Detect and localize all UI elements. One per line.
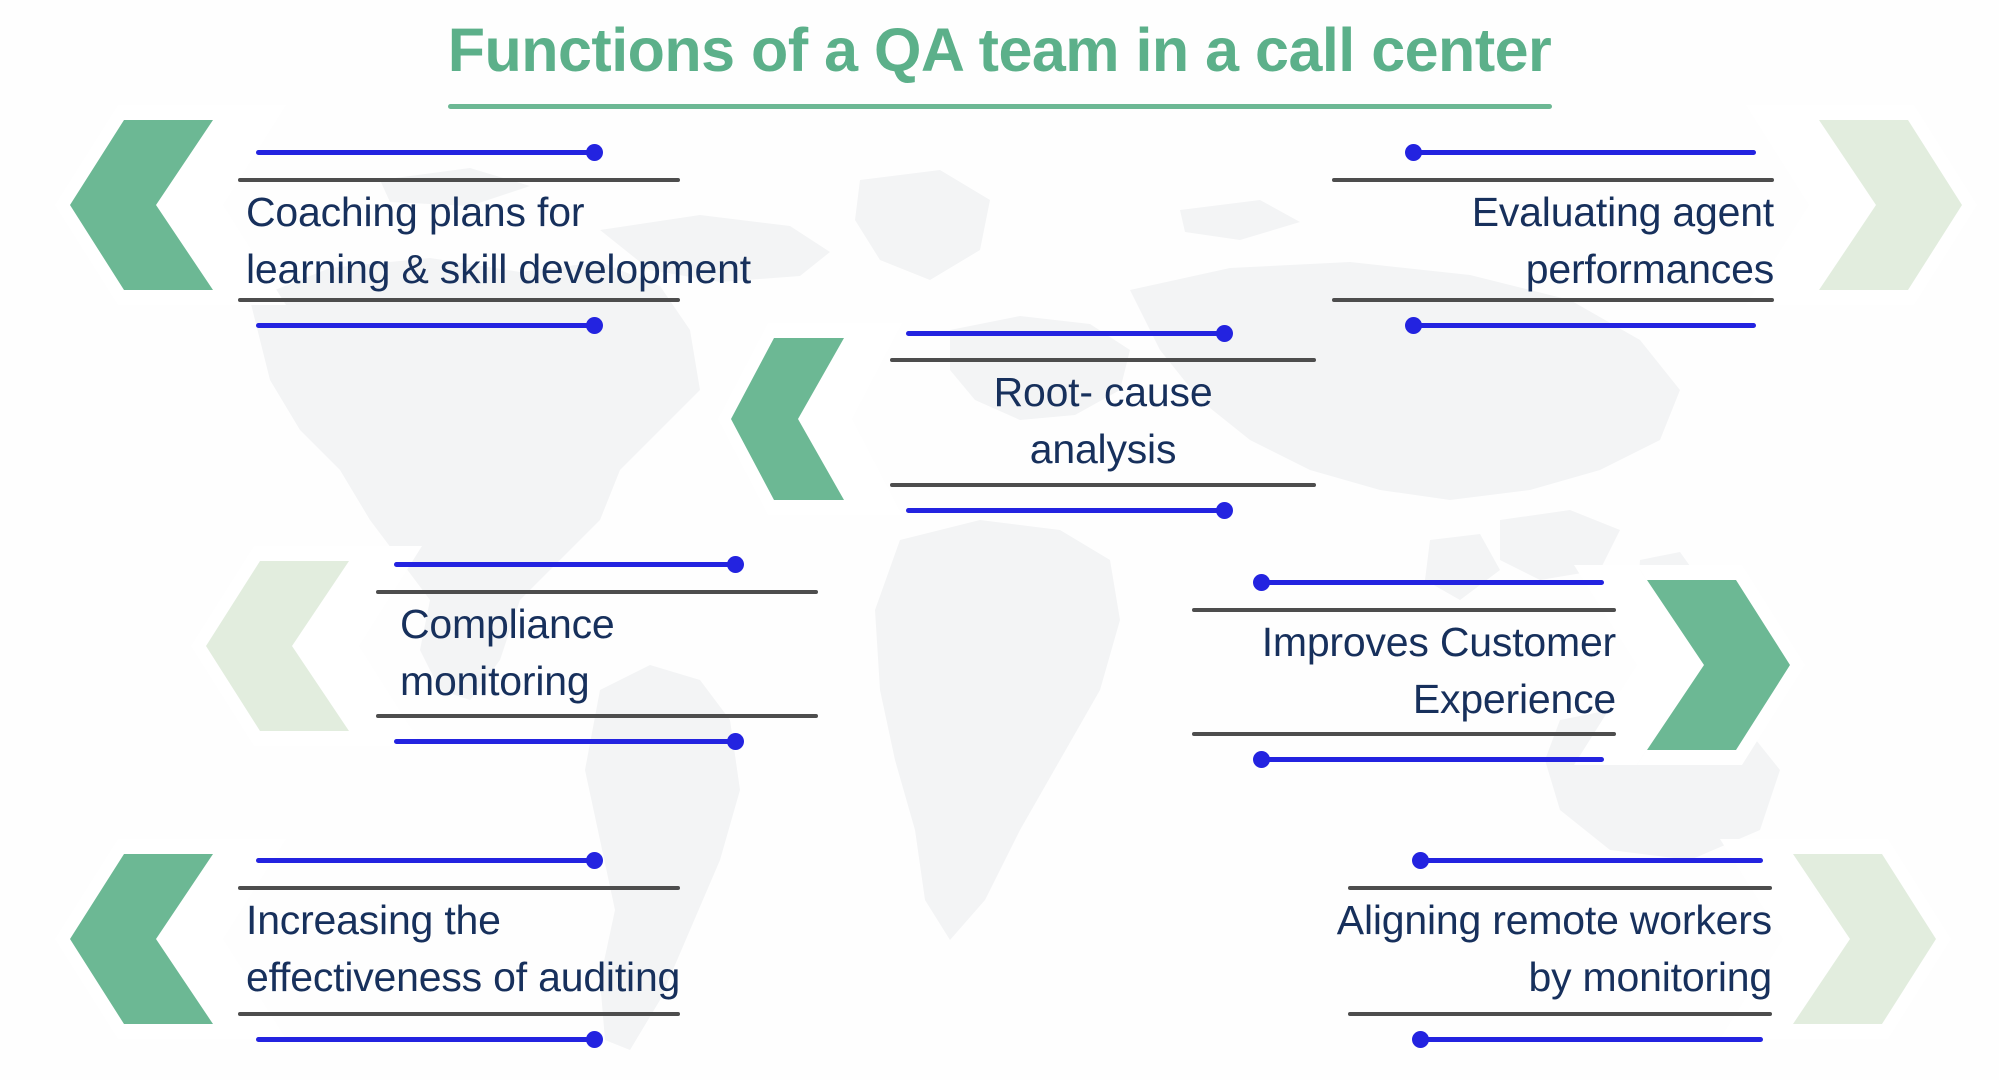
divider-bottom (1192, 732, 1616, 736)
accent-dot-bottom (586, 317, 603, 334)
chevron-right-icon (1570, 562, 1820, 768)
accent-dot-top (1412, 852, 1429, 869)
accent-dot-bottom (1216, 502, 1233, 519)
accent-line-bottom (256, 323, 600, 328)
accent-line-top (256, 150, 600, 155)
item-label: Increasing the effectiveness of auditing (246, 897, 681, 1000)
accent-dot-top (586, 852, 603, 869)
accent-dot-top (727, 556, 744, 573)
divider-top (890, 358, 1316, 362)
accent-dot-bottom (586, 1031, 603, 1048)
item-label: Evaluating agent performances (1471, 189, 1774, 292)
item-label: Coaching plans for learning & skill deve… (246, 189, 751, 292)
accent-dot-top (1216, 325, 1233, 342)
accent-dot-top (1405, 144, 1422, 161)
divider-top (376, 590, 818, 594)
accent-dot-bottom (1412, 1031, 1429, 1048)
accent-line-top (906, 331, 1229, 336)
divider-top (1192, 608, 1616, 612)
divider-bottom (1332, 298, 1774, 302)
accent-dot-bottom (1405, 317, 1422, 334)
accent-dot-bottom (1253, 751, 1270, 768)
divider-bottom (1348, 1012, 1772, 1016)
chevron-right-icon (1742, 102, 1992, 308)
divider-bottom (376, 714, 818, 718)
divider-top (238, 886, 680, 890)
item-label: Aligning remote workers by monitoring (1336, 897, 1772, 1000)
divider-bottom (238, 298, 680, 302)
accent-line-bottom (256, 1037, 600, 1042)
divider-bottom (238, 1012, 680, 1016)
title-underline (447, 104, 1552, 109)
accent-line-top (1419, 858, 1763, 863)
accent-line-top (256, 858, 600, 863)
chevron-left-icon (176, 543, 426, 749)
divider-top (1332, 178, 1774, 182)
chevron-left-icon (40, 102, 290, 308)
page-title-wrap: Functions of a QA team in a call center (0, 8, 1999, 92)
chevron-left-icon (706, 320, 906, 518)
accent-line-bottom (906, 508, 1229, 513)
accent-dot-bottom (727, 733, 744, 750)
item-label: Improves Customer Experience (1261, 619, 1617, 722)
accent-dot-top (586, 144, 603, 161)
divider-top (1348, 886, 1772, 890)
page-title: Functions of a QA team in a call center (447, 16, 1552, 84)
accent-line-top (394, 562, 738, 567)
accent-line-bottom (1412, 323, 1756, 328)
divider-bottom (890, 483, 1316, 487)
accent-line-bottom (1419, 1037, 1763, 1042)
accent-dot-top (1253, 574, 1270, 591)
item-label: Compliance monitoring (400, 601, 615, 704)
accent-line-bottom (1260, 757, 1604, 762)
divider-top (238, 178, 680, 182)
item-label: Root- cause analysis (993, 369, 1213, 472)
accent-line-top (1260, 580, 1604, 585)
accent-line-top (1412, 150, 1756, 155)
accent-line-bottom (394, 739, 738, 744)
